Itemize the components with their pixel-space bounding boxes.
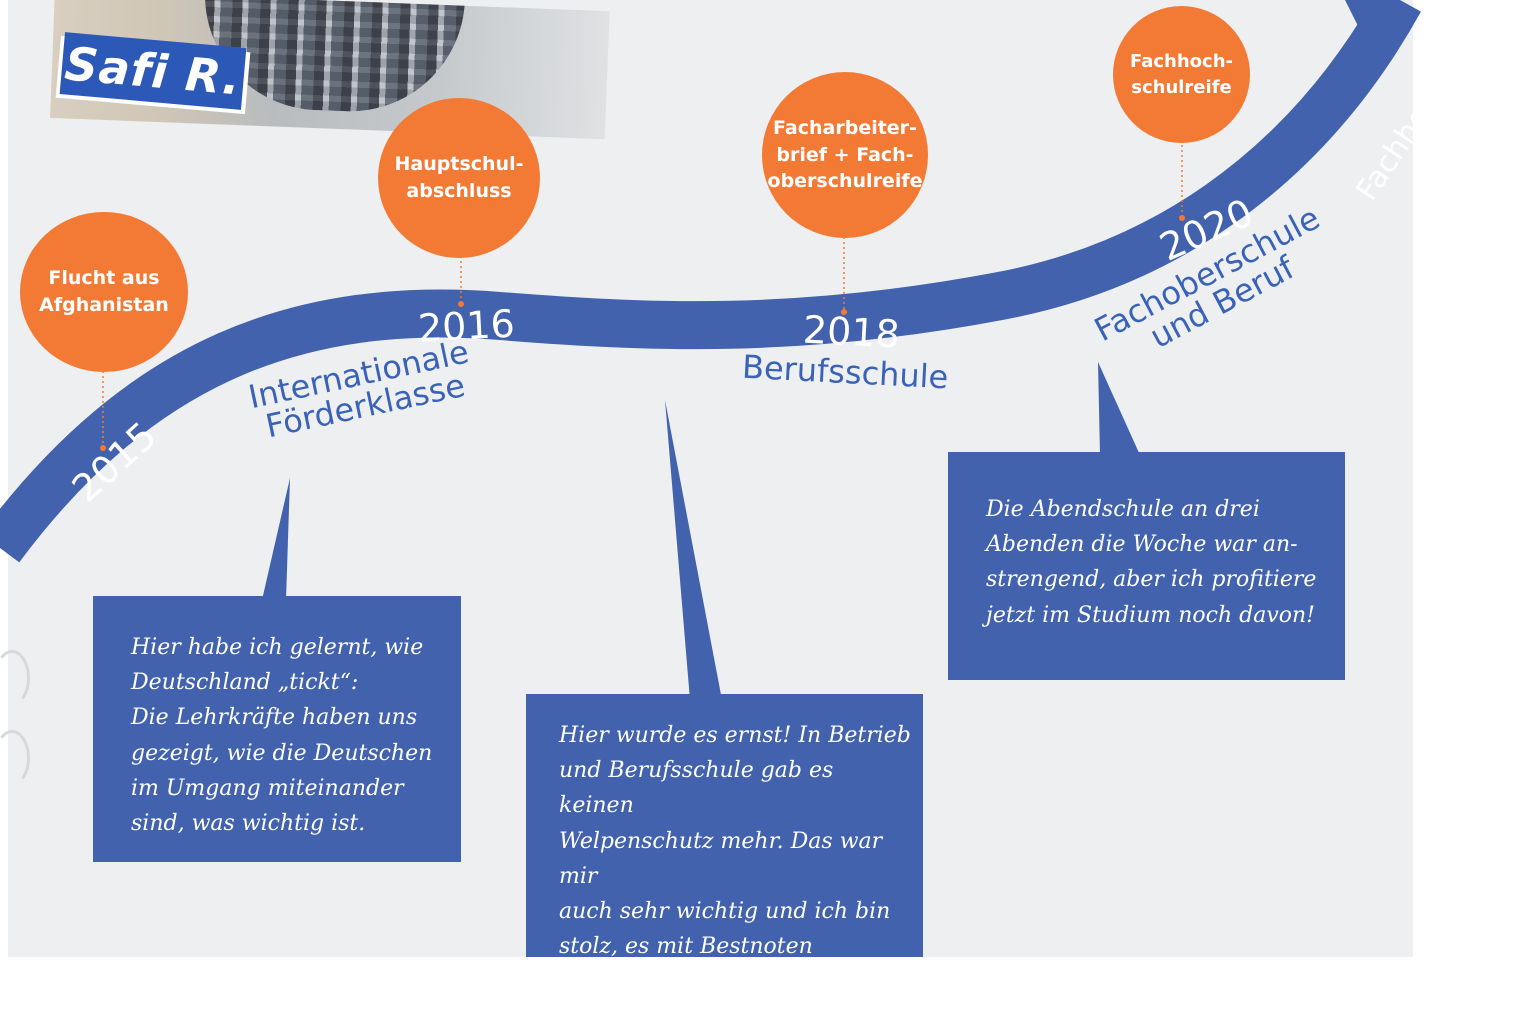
- callout-pointer: [1098, 362, 1140, 455]
- decorative-arc: [0, 730, 30, 786]
- timeline-ribbon: [0, 0, 1421, 563]
- year-label-2018: 2018: [801, 307, 901, 357]
- quote-text: Die Abendschule an drei Abenden die Woch…: [986, 497, 1317, 628]
- callout-pointer: [262, 478, 290, 600]
- milestone-fachhochschulreife: Fachhoch- schulreife: [1113, 6, 1250, 143]
- connector-dot: [100, 445, 106, 451]
- quote-box-fachoberschule: Die Abendschule an drei Abenden die Woch…: [948, 452, 1345, 680]
- quote-box-foerderklasse: Hier habe ich gelernt, wie Deutschland „…: [93, 596, 461, 862]
- milestone-hauptschulabschluss: Hauptschul- abschluss: [378, 98, 540, 258]
- timeline-diagram: [0, 0, 1421, 700]
- quote-box-berufsschule: Hier wurde es ernst! In Betrieb und Beru…: [526, 694, 923, 1030]
- quote-text: Hier habe ich gelernt, wie Deutschland „…: [131, 635, 433, 836]
- milestone-flight: Flucht aus Afghanistan: [20, 212, 188, 372]
- connector-dot: [458, 301, 464, 307]
- connector-dot: [1179, 215, 1185, 221]
- decorative-arc: [0, 650, 30, 706]
- phase-berufsschule: Berufsschule: [741, 347, 950, 397]
- callout-pointer: [665, 400, 722, 700]
- milestone-facharbeiterbrief: Facharbeiter- brief + Fach- oberschulrei…: [762, 72, 928, 238]
- connector-dot: [841, 309, 847, 315]
- quote-text: Hier wurde es ernst! In Betrieb und Beru…: [559, 723, 911, 1030]
- arrow-tip: [1345, 0, 1395, 50]
